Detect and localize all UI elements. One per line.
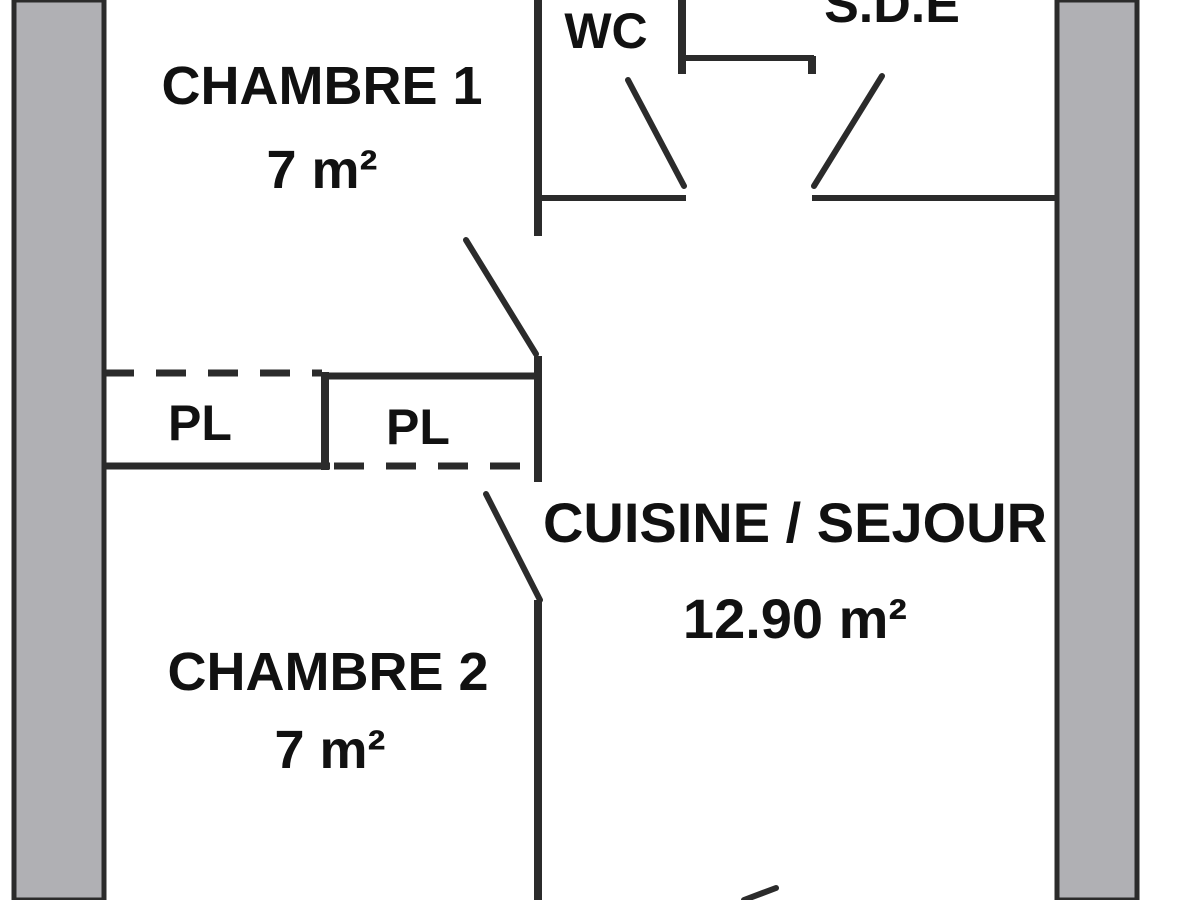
interior-walls — [104, 0, 1057, 900]
entry-door-leaf — [741, 885, 779, 900]
cuisine-sejour-name: CUISINE / SEJOUR — [543, 491, 1047, 554]
chambre-2-name: CHAMBRE 2 — [167, 642, 488, 702]
chambre-1-area: 7 m² — [266, 140, 377, 200]
right-outer-wall — [1054, 0, 1140, 900]
cuisine-sejour-area: 12.90 m² — [683, 587, 907, 650]
sde-door-leaf — [811, 73, 885, 189]
wc-door-leaf — [625, 77, 687, 189]
closet-1-label: PL — [168, 395, 232, 451]
closet-doors — [104, 369, 530, 470]
chambre-1-door-leaf — [463, 237, 539, 357]
closet-2-label: PL — [386, 399, 450, 455]
chambre-2-door-leaf — [483, 491, 543, 603]
left-outer-wall — [11, 0, 107, 900]
outer-walls — [11, 0, 1140, 900]
door-leaves — [463, 73, 885, 900]
chambre-1-name: CHAMBRE 1 — [161, 56, 482, 116]
chambre-2-area: 7 m² — [274, 720, 385, 780]
room-labels: CHAMBRE 1 7 m² CHAMBRE 2 7 m² CUISINE / … — [161, 0, 1047, 780]
wc-name: WC — [564, 3, 647, 59]
sde-name: S.D.E — [824, 0, 960, 34]
